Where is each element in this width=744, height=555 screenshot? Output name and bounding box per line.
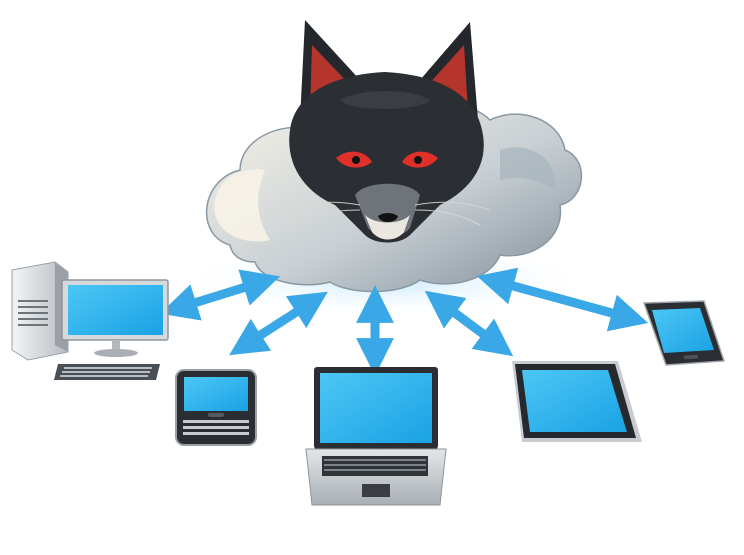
fox-head [284,20,491,243]
arrow-to-qwerty-phone [229,291,328,356]
arrow-to-desktop [159,269,281,321]
desktop-computer-icon [11,261,169,380]
fox-head-on-cloud-icon [205,20,582,293]
touch-smartphone-icon [642,300,726,366]
connection-arrows [159,267,649,376]
laptop-icon [305,367,447,506]
qwerty-smartphone-icon [175,369,257,446]
tablet-icon [512,361,642,442]
arrow-to-tablet [424,290,514,357]
arrow-to-touch-phone [476,267,649,332]
